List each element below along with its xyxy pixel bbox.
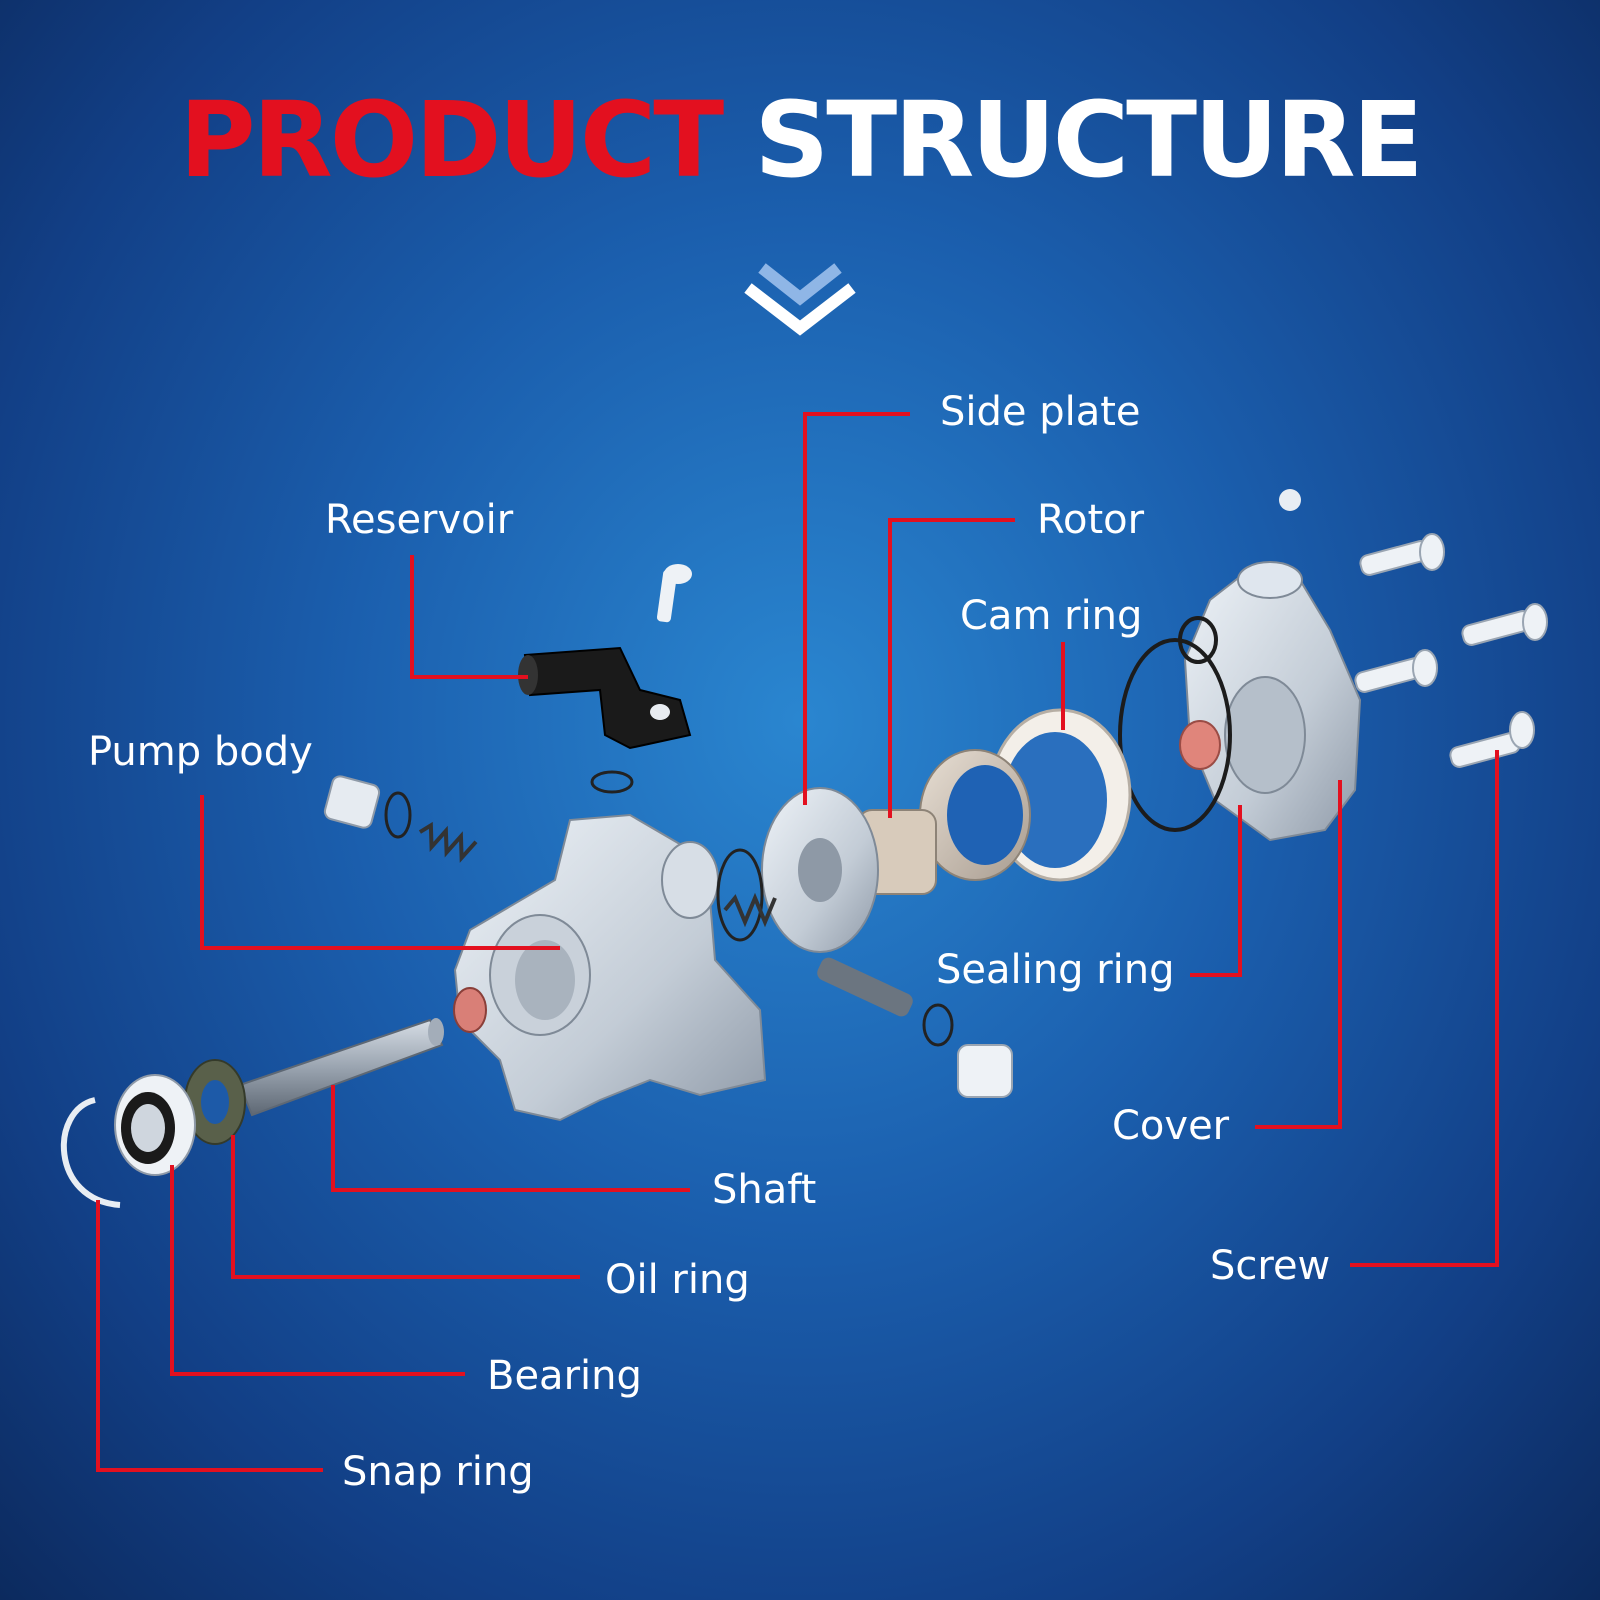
page-title: PRODUCT STRUCTURE bbox=[0, 88, 1600, 192]
oil-ring-part bbox=[184, 1059, 246, 1145]
cover-part bbox=[1179, 489, 1362, 842]
label-oil-ring: Oil ring bbox=[605, 1257, 750, 1303]
plug-and-spring-part bbox=[323, 770, 634, 863]
label-side-plate: Side plate bbox=[940, 389, 1141, 435]
sealing-ring-part bbox=[1118, 616, 1232, 832]
rotor-part bbox=[857, 749, 1031, 895]
double-chevron-down-icon bbox=[744, 263, 856, 336]
leader-side-plate bbox=[803, 412, 910, 805]
leader-cover bbox=[1255, 780, 1342, 1129]
bearing-part bbox=[114, 1074, 196, 1176]
pump-body-part bbox=[453, 813, 777, 1122]
screw-parts bbox=[1354, 533, 1548, 768]
leader-pump-body bbox=[200, 795, 560, 950]
leader-reservoir bbox=[410, 555, 528, 679]
snap-ring-part bbox=[60, 1097, 121, 1208]
leader-sealing-ring bbox=[1190, 805, 1242, 977]
label-rotor: Rotor bbox=[1037, 497, 1145, 543]
leader-rotor bbox=[888, 518, 1015, 818]
side-plate-part bbox=[761, 787, 879, 953]
title-part-structure: STRUCTURE bbox=[754, 79, 1423, 201]
label-cover: Cover bbox=[1112, 1103, 1230, 1149]
title-part-product: PRODUCT bbox=[179, 79, 724, 201]
valve-part bbox=[817, 957, 1013, 1098]
label-snap-ring: Snap ring bbox=[342, 1449, 534, 1495]
shaft-part bbox=[238, 1018, 444, 1117]
label-screw: Screw bbox=[1210, 1243, 1331, 1289]
label-bearing: Bearing bbox=[487, 1353, 642, 1399]
leader-oil-ring bbox=[231, 1135, 580, 1279]
label-sealing-ring: Sealing ring bbox=[936, 947, 1175, 993]
leader-screw bbox=[1350, 750, 1499, 1267]
label-shaft: Shaft bbox=[712, 1167, 817, 1213]
leader-bearing bbox=[170, 1165, 465, 1376]
label-pump-body: Pump body bbox=[88, 729, 313, 775]
leader-snap-ring bbox=[96, 1200, 323, 1472]
leader-shaft bbox=[331, 1085, 690, 1192]
leader-lines bbox=[96, 412, 1499, 1472]
label-reservoir: Reservoir bbox=[325, 497, 514, 543]
label-cam-ring: Cam ring bbox=[960, 593, 1143, 639]
reservoir-part bbox=[518, 564, 692, 750]
